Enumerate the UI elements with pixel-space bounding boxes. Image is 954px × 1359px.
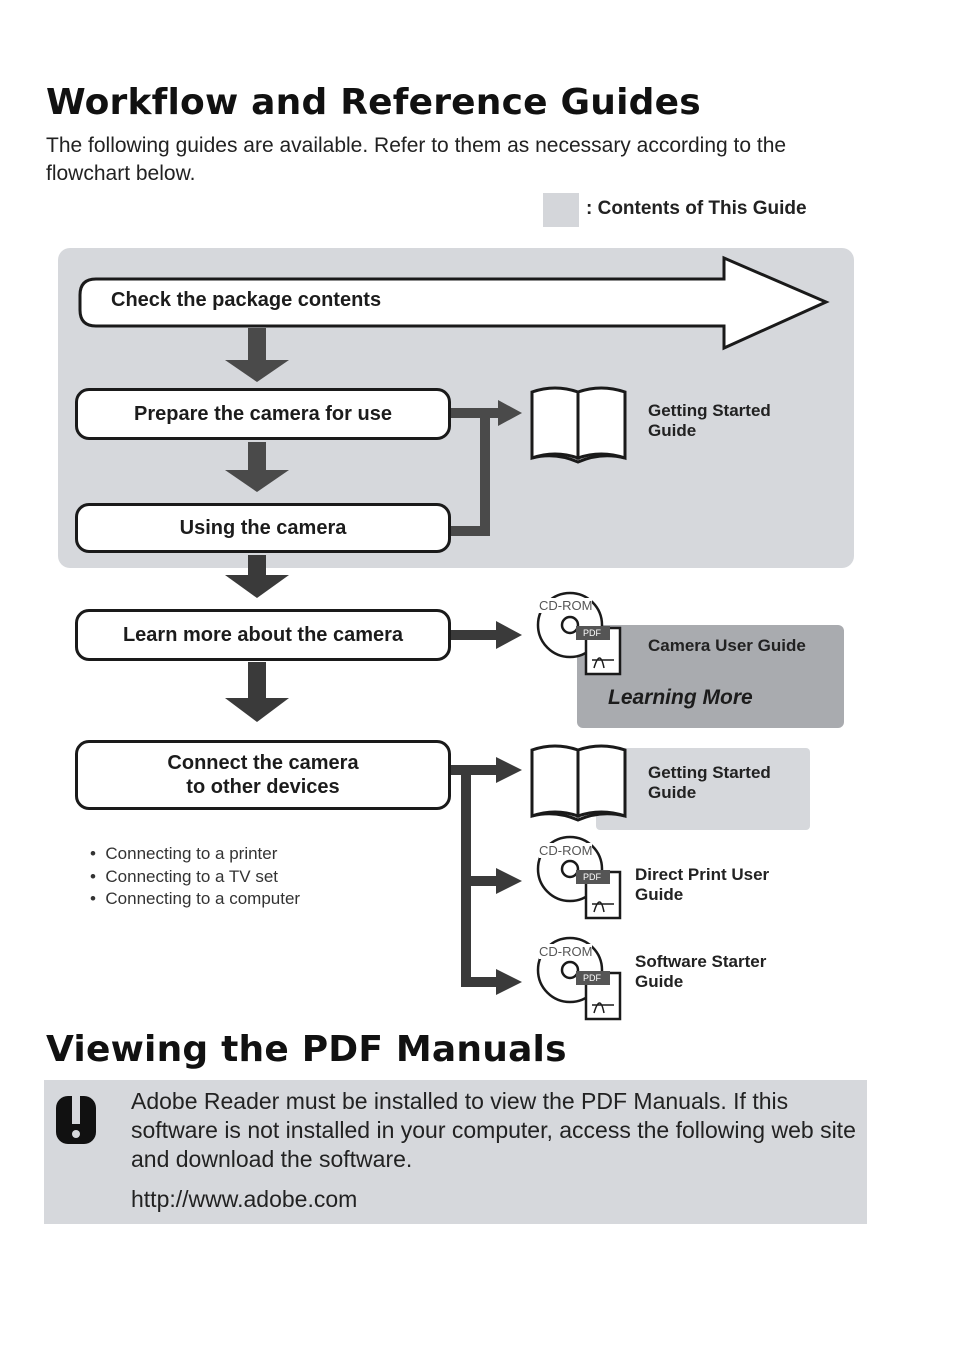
direct-print-guide-label: Direct Print User Guide [635, 865, 770, 904]
legend-label: : Contents of This Guide [586, 198, 807, 219]
cd-rom-label: CD-ROM [539, 944, 593, 959]
pdf-label: PDF [583, 872, 601, 882]
pdf-document-icon [576, 971, 622, 1021]
caution-icon [56, 1094, 96, 1144]
legend-swatch [543, 193, 579, 227]
software-starter-guide-label: Software Starter Guide [635, 952, 767, 991]
right-arrow-icon [496, 868, 522, 894]
getting-started-guide-label: Getting Started Guide [648, 401, 771, 440]
down-arrow-icon [225, 328, 289, 382]
connect-bullet-list: • Connecting to a printer • Connecting t… [90, 843, 300, 911]
right-arrow-icon [78, 255, 830, 351]
right-arrow-icon [496, 969, 522, 995]
learning-more-label: Learning More [608, 686, 753, 709]
list-item: • Connecting to a printer [90, 844, 278, 863]
adobe-link[interactable]: http://www.adobe.com [131, 1186, 358, 1212]
pdf-label: PDF [583, 973, 601, 983]
cd-rom-label: CD-ROM [539, 598, 593, 613]
step-using-camera: Using the camera [75, 503, 451, 553]
getting-started-panel [596, 748, 810, 830]
learning-more-panel [577, 625, 844, 728]
notice-text: Adobe Reader must be installed to view t… [131, 1088, 856, 1172]
list-item: • Connecting to a TV set [90, 866, 279, 886]
down-arrow-icon [225, 442, 289, 492]
page-title: Workflow and Reference Guides [46, 82, 701, 123]
book-icon [530, 386, 627, 464]
step-connect-devices: Connect the camera to other devices [75, 740, 451, 810]
step-prepare-camera: Prepare the camera for use [75, 388, 451, 440]
list-item: • Connecting to a computer [90, 889, 301, 908]
right-arrow-icon [498, 400, 522, 426]
intro-text: The following guides are available. Refe… [46, 134, 787, 185]
down-arrow-icon [225, 662, 289, 722]
step-learn-more: Learn more about the camera [75, 609, 451, 661]
down-arrow-icon [225, 555, 289, 598]
right-arrow-icon [496, 621, 522, 649]
camera-user-guide-label: Camera User Guide [648, 636, 806, 655]
right-arrow-icon [496, 757, 522, 783]
cd-rom-label: CD-ROM [539, 843, 593, 858]
pdf-document-icon [576, 870, 622, 920]
pdf-section-title: Viewing the PDF Manuals [46, 1029, 567, 1070]
pdf-document-icon [576, 626, 622, 676]
step-check-package: Check the package contents [111, 289, 382, 311]
getting-started-guide-label-2: Getting Started Guide [648, 763, 771, 802]
book-icon [530, 744, 627, 822]
pdf-label: PDF [583, 628, 601, 638]
